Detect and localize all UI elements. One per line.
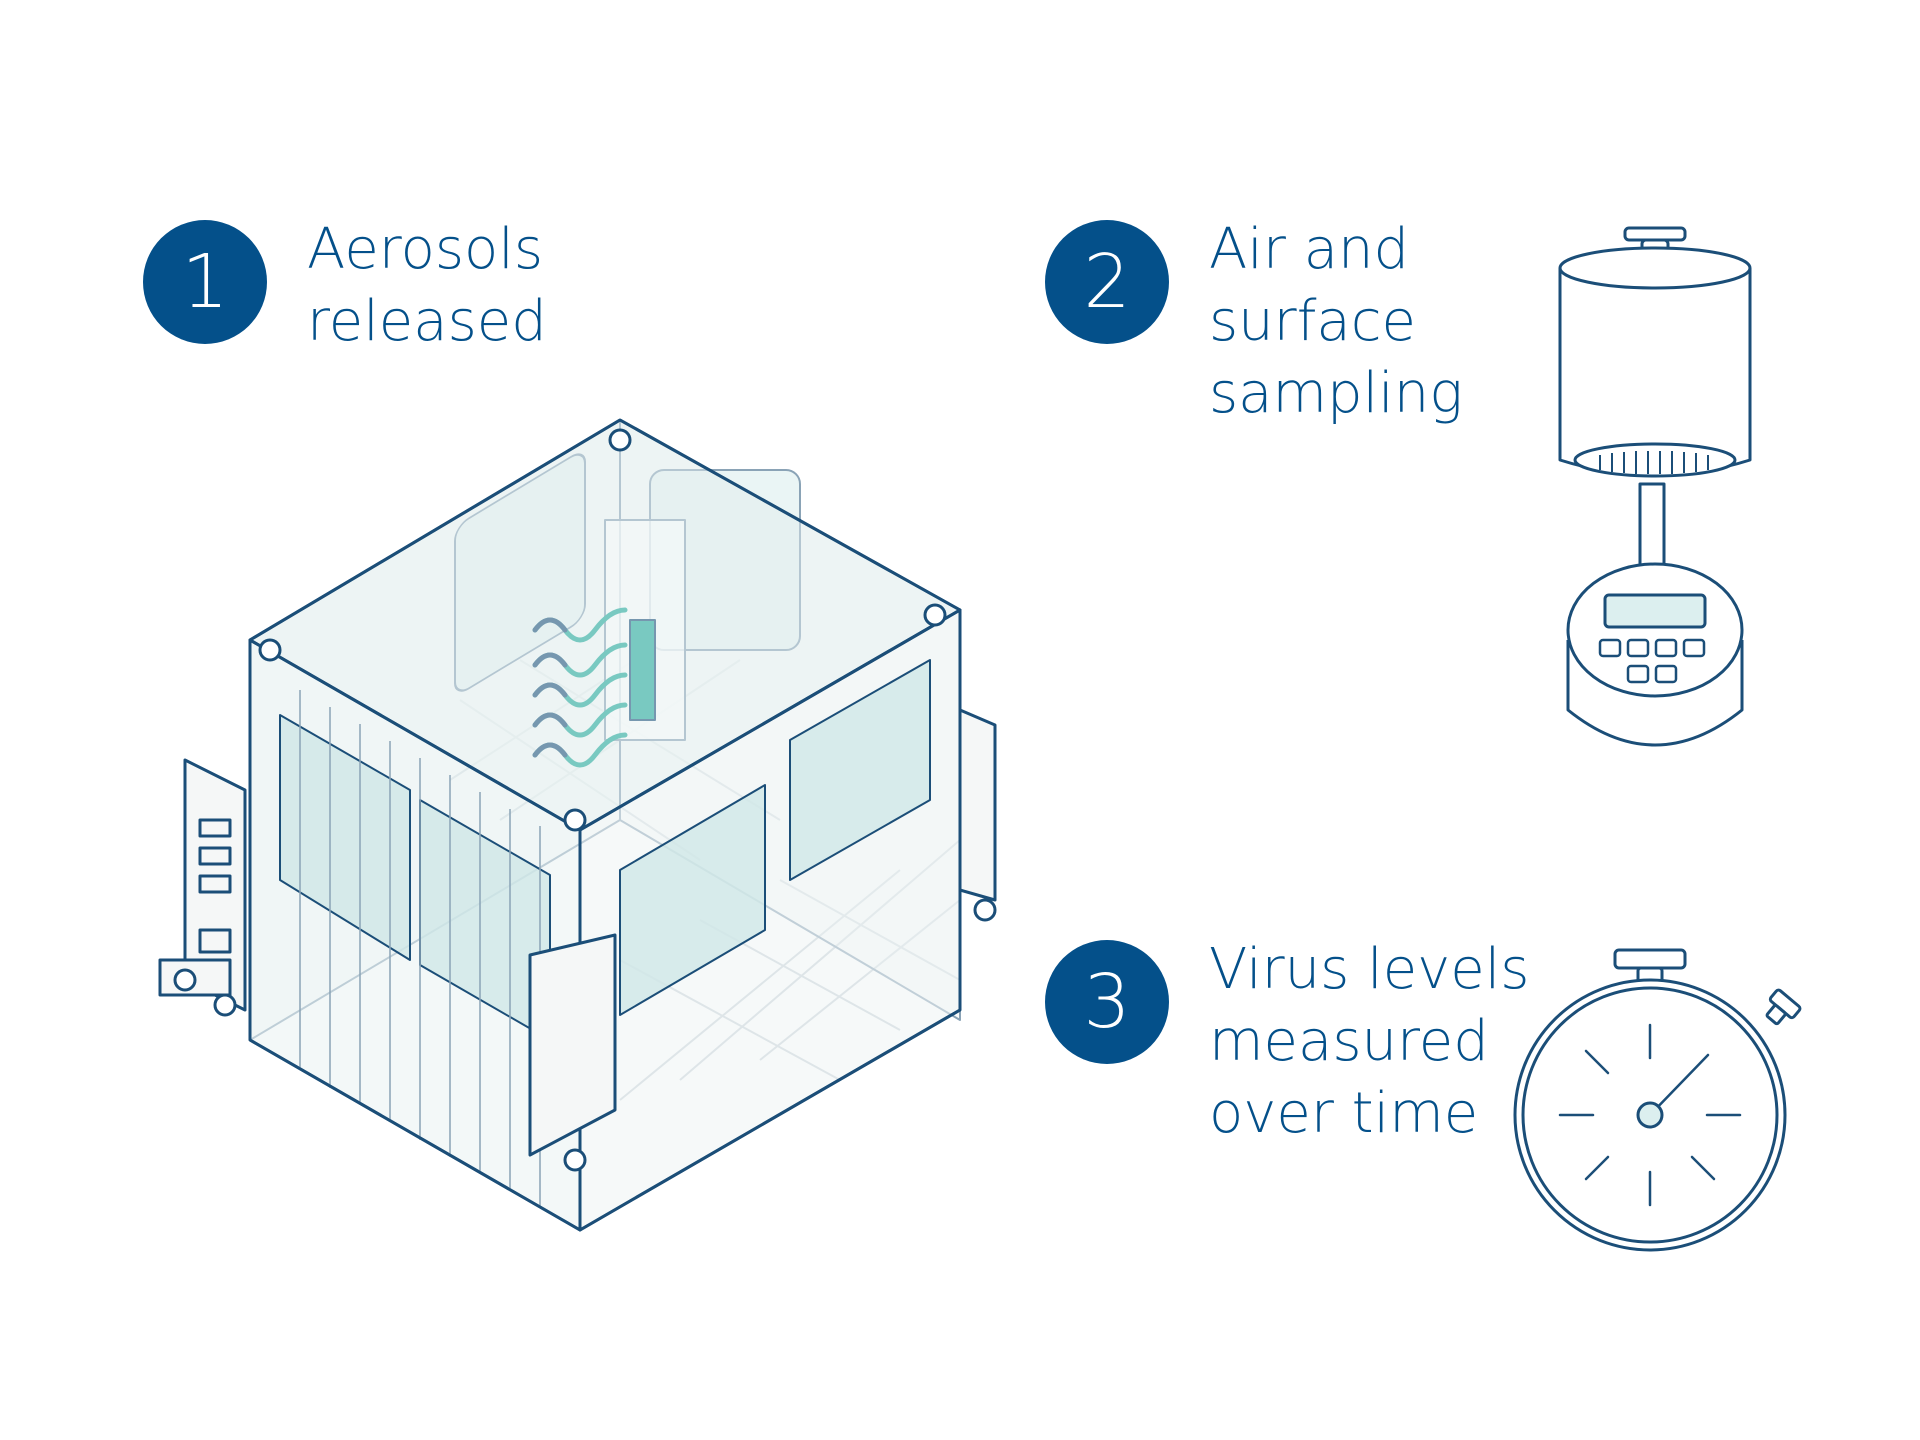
sampler-vent: [1599, 451, 1709, 474]
step-1: 1 Aerosols released: [143, 217, 547, 358]
curtain-strips: [299, 690, 541, 1208]
step-2: 2 Air and surface sampling: [1045, 217, 1463, 430]
step-number-badge: 1: [143, 220, 267, 344]
step-number-badge: 2: [1045, 220, 1169, 344]
step-label: Air and surface sampling: [1209, 217, 1463, 426]
step-3: 3 Virus levels measured over time: [1045, 937, 1529, 1150]
stopwatch-icon: [1513, 948, 1802, 1252]
stopwatch-ticks: [1558, 1023, 1742, 1207]
step-label: Virus levels measured over time: [1209, 937, 1530, 1146]
sampler-buttons: [1598, 638, 1706, 684]
control-panel: [158, 758, 247, 1012]
air-sampler-icon: [1558, 226, 1752, 747]
chamber-illustration: [158, 418, 997, 1232]
stopwatch-hand: [1648, 1053, 1710, 1117]
step-number-badge: 3: [1045, 940, 1169, 1064]
aerosol-device: [532, 519, 686, 768]
step-label: Aerosols released: [307, 217, 547, 354]
wheels: [173, 898, 997, 1172]
